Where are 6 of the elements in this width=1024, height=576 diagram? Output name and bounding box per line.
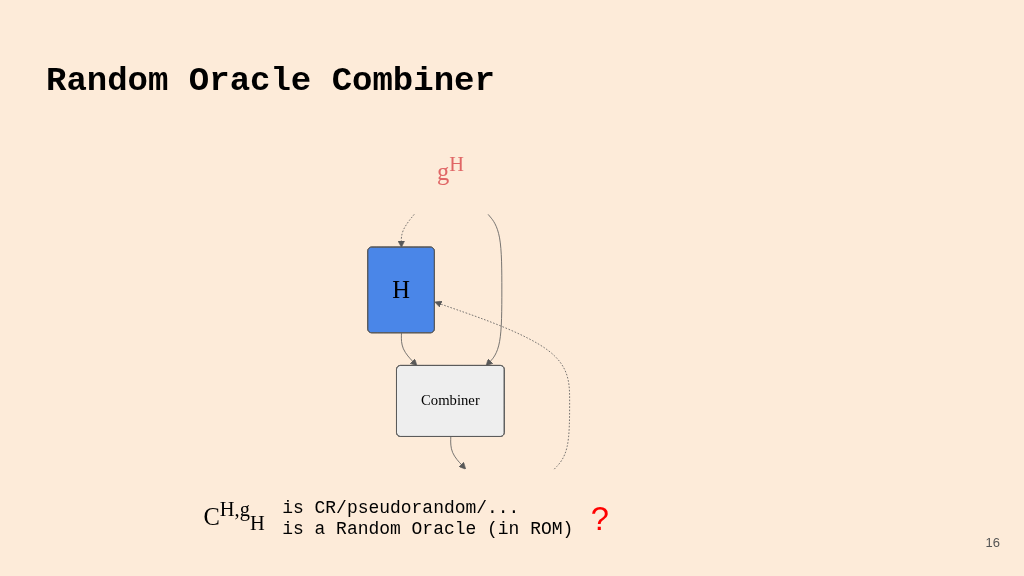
page-number: 16 bbox=[985, 535, 1000, 550]
node-label: is a Random Oracle (in ROM) bbox=[282, 519, 574, 540]
node-text: g$^{H}$ bbox=[436, 153, 464, 185]
node-label: is CR/pseudorandom/... bbox=[282, 498, 520, 519]
node-label: ? bbox=[590, 501, 610, 538]
slide-title: Random Oracle Combiner bbox=[46, 62, 495, 100]
